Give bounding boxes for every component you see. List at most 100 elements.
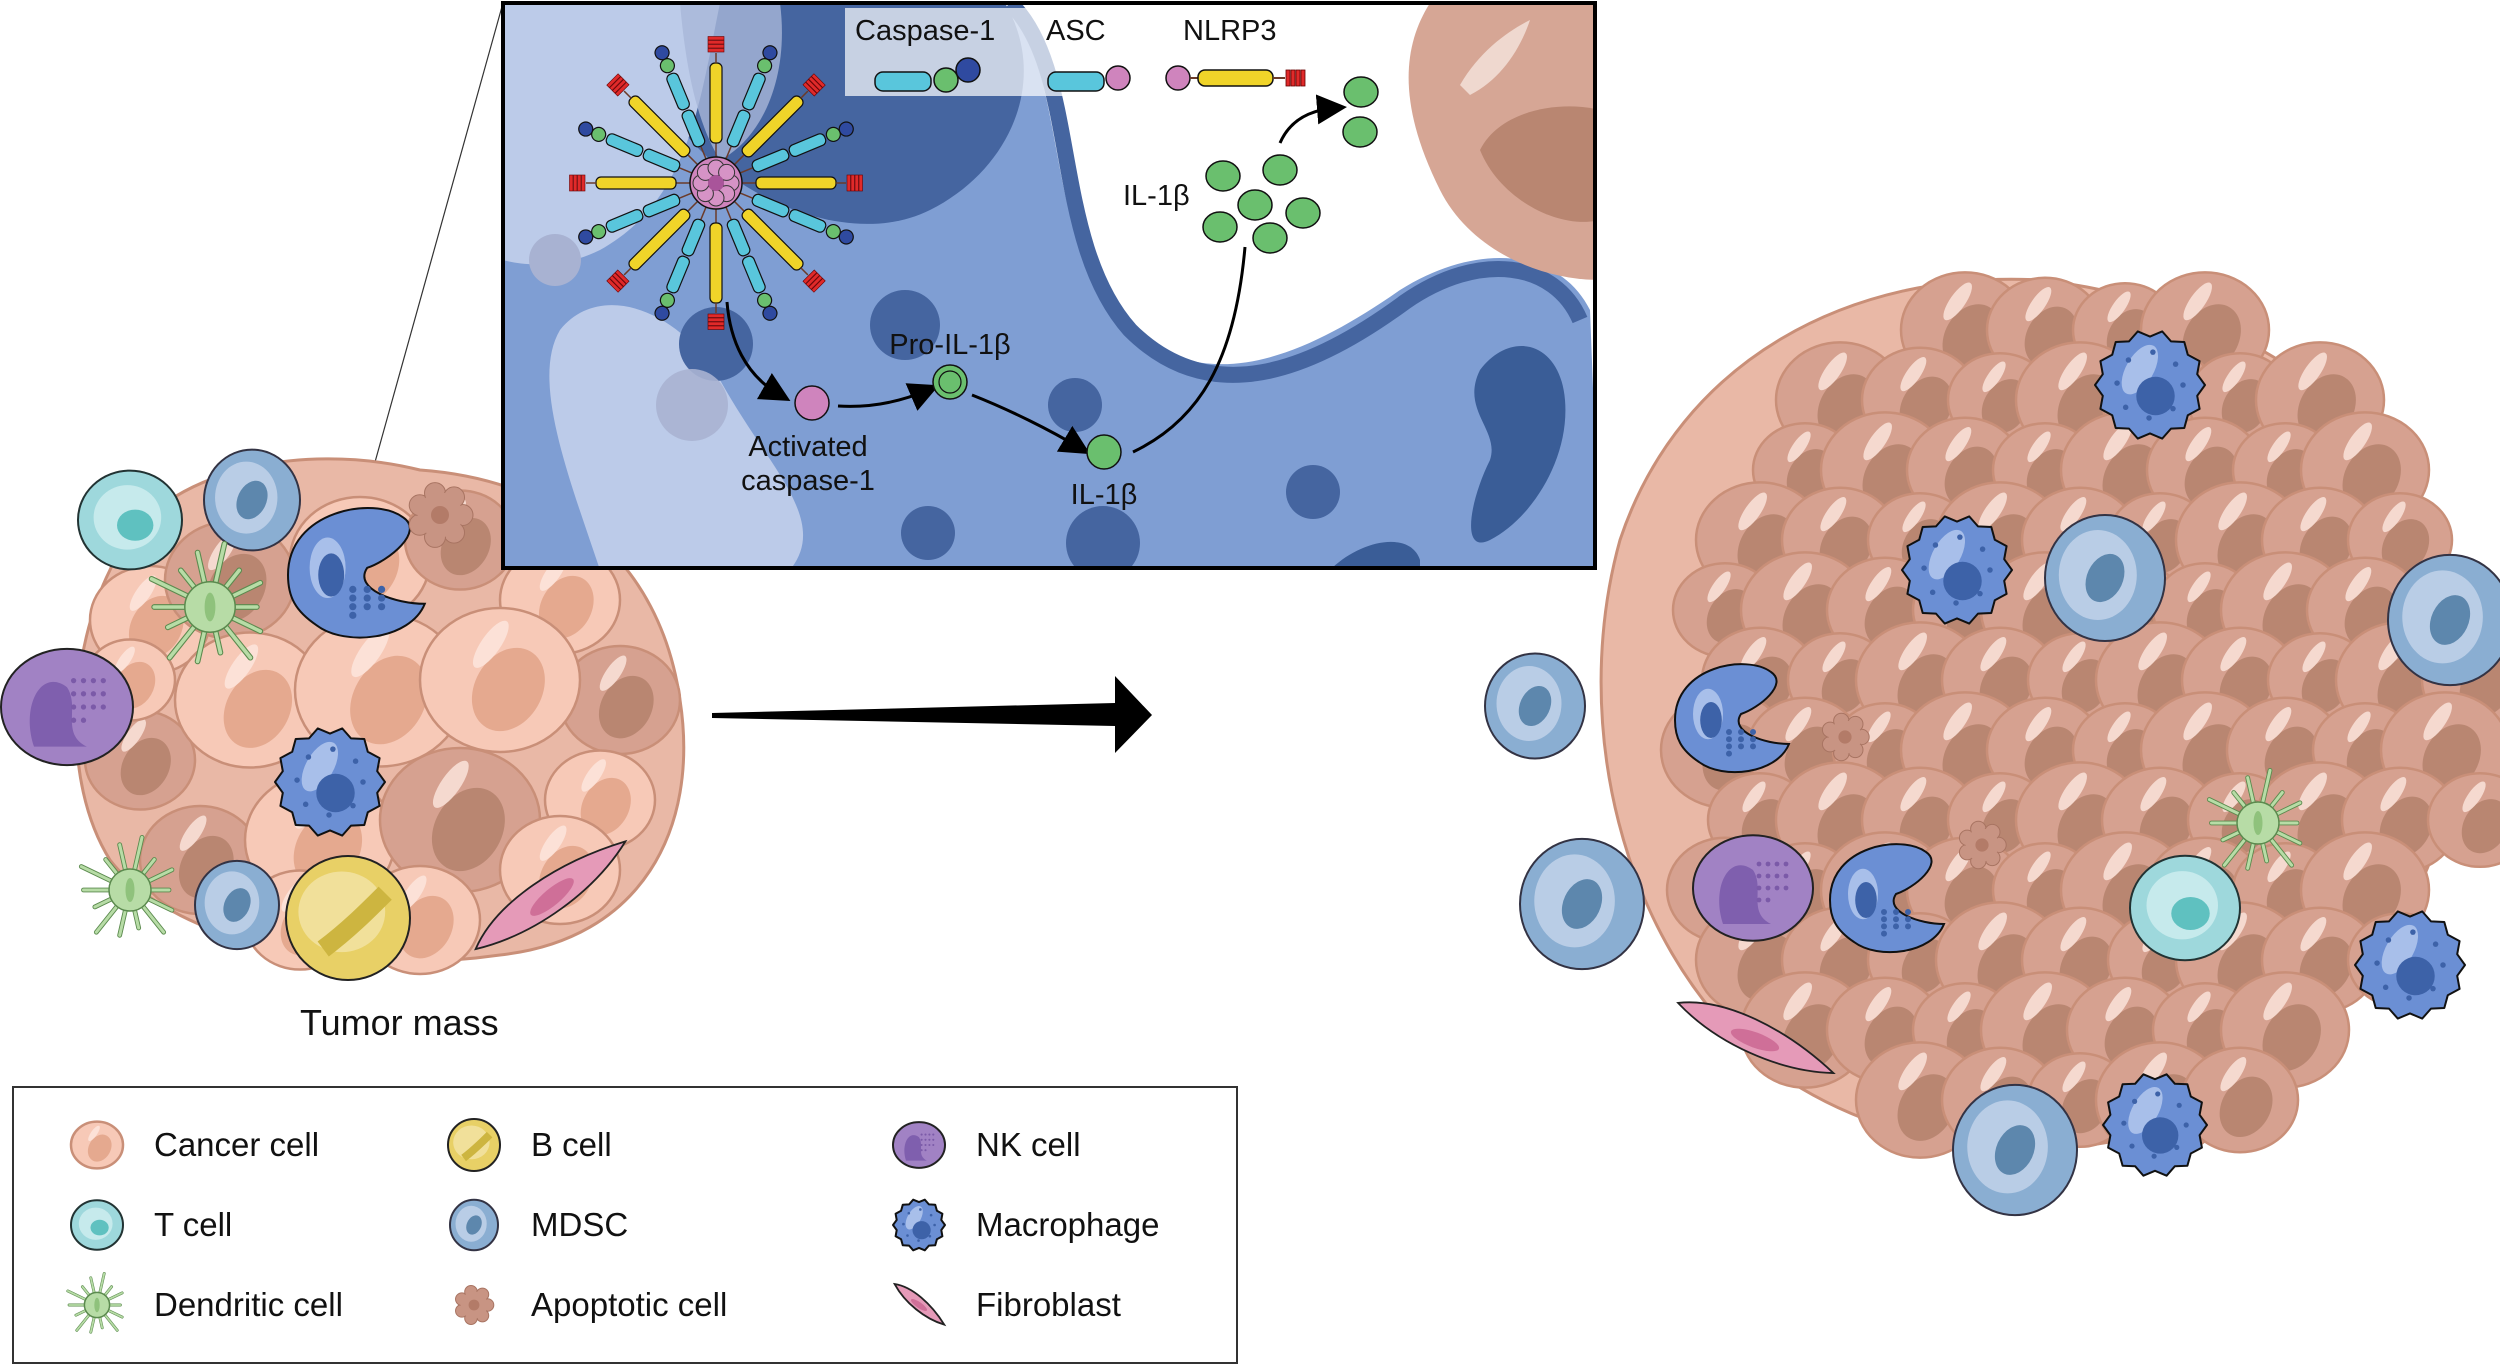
nlrp3-arm bbox=[606, 73, 703, 170]
phagocytic-macrophage bbox=[1673, 663, 1791, 774]
fibroblast-cell bbox=[474, 839, 628, 951]
b-cell-icon bbox=[447, 1118, 501, 1172]
cancer-cell bbox=[2426, 771, 2500, 869]
fibroblast-cell bbox=[892, 1282, 947, 1327]
macrophage-icon bbox=[892, 1198, 946, 1252]
apoptotic-cell bbox=[1821, 712, 1870, 762]
asc-caspase-arm bbox=[722, 201, 778, 321]
il1b-molecule bbox=[1237, 189, 1273, 221]
mdsc-cell bbox=[203, 448, 301, 552]
tumor-mass-small bbox=[0, 448, 686, 981]
dendritic-cell-icon bbox=[66, 1271, 124, 1334]
il1b-molecule bbox=[1202, 211, 1238, 243]
legend-item: Dendritic cell bbox=[62, 1270, 343, 1340]
arrow-to-target-cell bbox=[1278, 94, 1347, 144]
mdsc-cell bbox=[1519, 837, 1645, 971]
tumor-mass-large bbox=[1484, 271, 2500, 1217]
il1b-secreted-label: IL-1β bbox=[1123, 180, 1190, 212]
b-cell bbox=[285, 855, 411, 981]
pro-il1b-label: Pro-IL-1β bbox=[889, 329, 1010, 361]
cancer-cell bbox=[378, 746, 542, 894]
il1b-intracellular-label: IL-1β bbox=[1071, 479, 1138, 511]
il1b-molecule bbox=[1252, 222, 1288, 254]
dendritic-cell bbox=[78, 834, 175, 938]
macrophage-cell bbox=[1901, 515, 2013, 625]
nlrp3-inflammasome-complex bbox=[569, 36, 863, 330]
cancer-cell-icon bbox=[69, 1120, 125, 1170]
asc-caspase-arm bbox=[654, 201, 710, 321]
nk-cell bbox=[0, 647, 134, 767]
macrophage-cell bbox=[2102, 1073, 2208, 1177]
legend-item-label: Dendritic cell bbox=[154, 1286, 343, 1323]
il1b-intracellular-icon bbox=[1086, 434, 1122, 470]
inflammasome-inset: Caspase-1 ASC NLRP3 Activated caspase-1 bbox=[501, 1, 1597, 570]
activated-caspase-label-line1: Activated bbox=[748, 431, 867, 463]
arrow-right-icon bbox=[712, 676, 1152, 753]
legend-item-label: B cell bbox=[531, 1126, 612, 1163]
cancer-cell bbox=[173, 631, 327, 769]
mdsc-cell bbox=[1952, 1083, 2078, 1217]
cancer-cell bbox=[69, 1120, 125, 1170]
legend-item: B cell bbox=[439, 1110, 612, 1180]
asc-caspase-arm bbox=[734, 189, 854, 245]
cancer-cell bbox=[558, 644, 682, 756]
fibroblast-cell bbox=[1676, 1001, 1836, 1075]
legend-item: NK cell bbox=[884, 1110, 1081, 1180]
macrophage-cell bbox=[2094, 330, 2206, 440]
mdsc-cell bbox=[2387, 553, 2500, 687]
il1b-molecule bbox=[1262, 154, 1298, 186]
tumor-mass-label: Tumor mass bbox=[300, 1002, 499, 1043]
apoptotic-cell-icon bbox=[455, 1285, 495, 1325]
t-cell bbox=[70, 1199, 124, 1251]
nlrp3-arm bbox=[729, 73, 826, 170]
nlrp3-arm bbox=[729, 196, 826, 293]
legend-item: Cancer cell bbox=[62, 1110, 319, 1180]
legend-item: Fibroblast bbox=[884, 1270, 1121, 1340]
asc-caspase-arm bbox=[578, 121, 698, 177]
cancer-cell bbox=[2180, 1046, 2300, 1154]
legend-item-label: NK cell bbox=[976, 1126, 1081, 1163]
arrow-to-activated-caspase bbox=[725, 301, 791, 401]
legend-item: T cell bbox=[62, 1190, 232, 1260]
asc-caspase-arm bbox=[578, 189, 698, 245]
nlrp3-arm bbox=[736, 174, 863, 192]
il1b-secreted-cluster bbox=[1202, 76, 1379, 254]
nk-cell-icon bbox=[892, 1121, 946, 1169]
macrophage-cell bbox=[274, 727, 386, 837]
dendritic-cell bbox=[2206, 767, 2303, 871]
legend-item-label: Apoptotic cell bbox=[531, 1286, 728, 1323]
nlrp3-arm bbox=[569, 174, 696, 192]
activated-caspase-label-line2: caspase-1 bbox=[741, 465, 875, 497]
legend-item: MDSC bbox=[439, 1190, 628, 1260]
apoptotic-cell bbox=[408, 482, 474, 548]
b-cell bbox=[447, 1118, 501, 1172]
cancer-cell bbox=[293, 612, 467, 768]
inset-frame bbox=[501, 1, 1597, 570]
legend-item: Apoptotic cell bbox=[439, 1270, 727, 1340]
il1b-molecule bbox=[1343, 76, 1379, 108]
fibroblast-icon bbox=[892, 1282, 947, 1327]
pro-il1b-icon bbox=[932, 364, 968, 400]
asc-caspase-arm bbox=[722, 45, 778, 165]
cell-type-legend: Cancer cell B cell NK cell T cell MDSC Macrop… bbox=[12, 1086, 1238, 1364]
activated-caspase-1-icon bbox=[794, 385, 830, 421]
secretion-arrow bbox=[1132, 246, 1247, 454]
legend-item-label: Fibroblast bbox=[976, 1286, 1121, 1323]
asc-glyph bbox=[1047, 65, 1131, 92]
legend-item-label: Macrophage bbox=[976, 1206, 1160, 1243]
phagocytic-macrophage bbox=[1828, 843, 1946, 954]
mdsc-cell bbox=[1484, 652, 1586, 760]
mdsc-cell bbox=[194, 859, 280, 951]
dendritic-cell bbox=[66, 1271, 124, 1334]
legend-nlrp3-label: NLRP3 bbox=[1183, 15, 1277, 47]
legend-item-label: T cell bbox=[154, 1206, 233, 1243]
asc-caspase-arm bbox=[734, 121, 854, 177]
asc-caspase-arm bbox=[654, 45, 710, 165]
mdsc-icon bbox=[449, 1198, 499, 1252]
arrow-to-il1b bbox=[971, 393, 1091, 455]
nlrp3-arm bbox=[707, 36, 725, 163]
nlrp3-arm bbox=[707, 203, 725, 330]
t-cell-icon bbox=[70, 1199, 124, 1251]
legend-asc-label: ASC bbox=[1046, 15, 1106, 47]
